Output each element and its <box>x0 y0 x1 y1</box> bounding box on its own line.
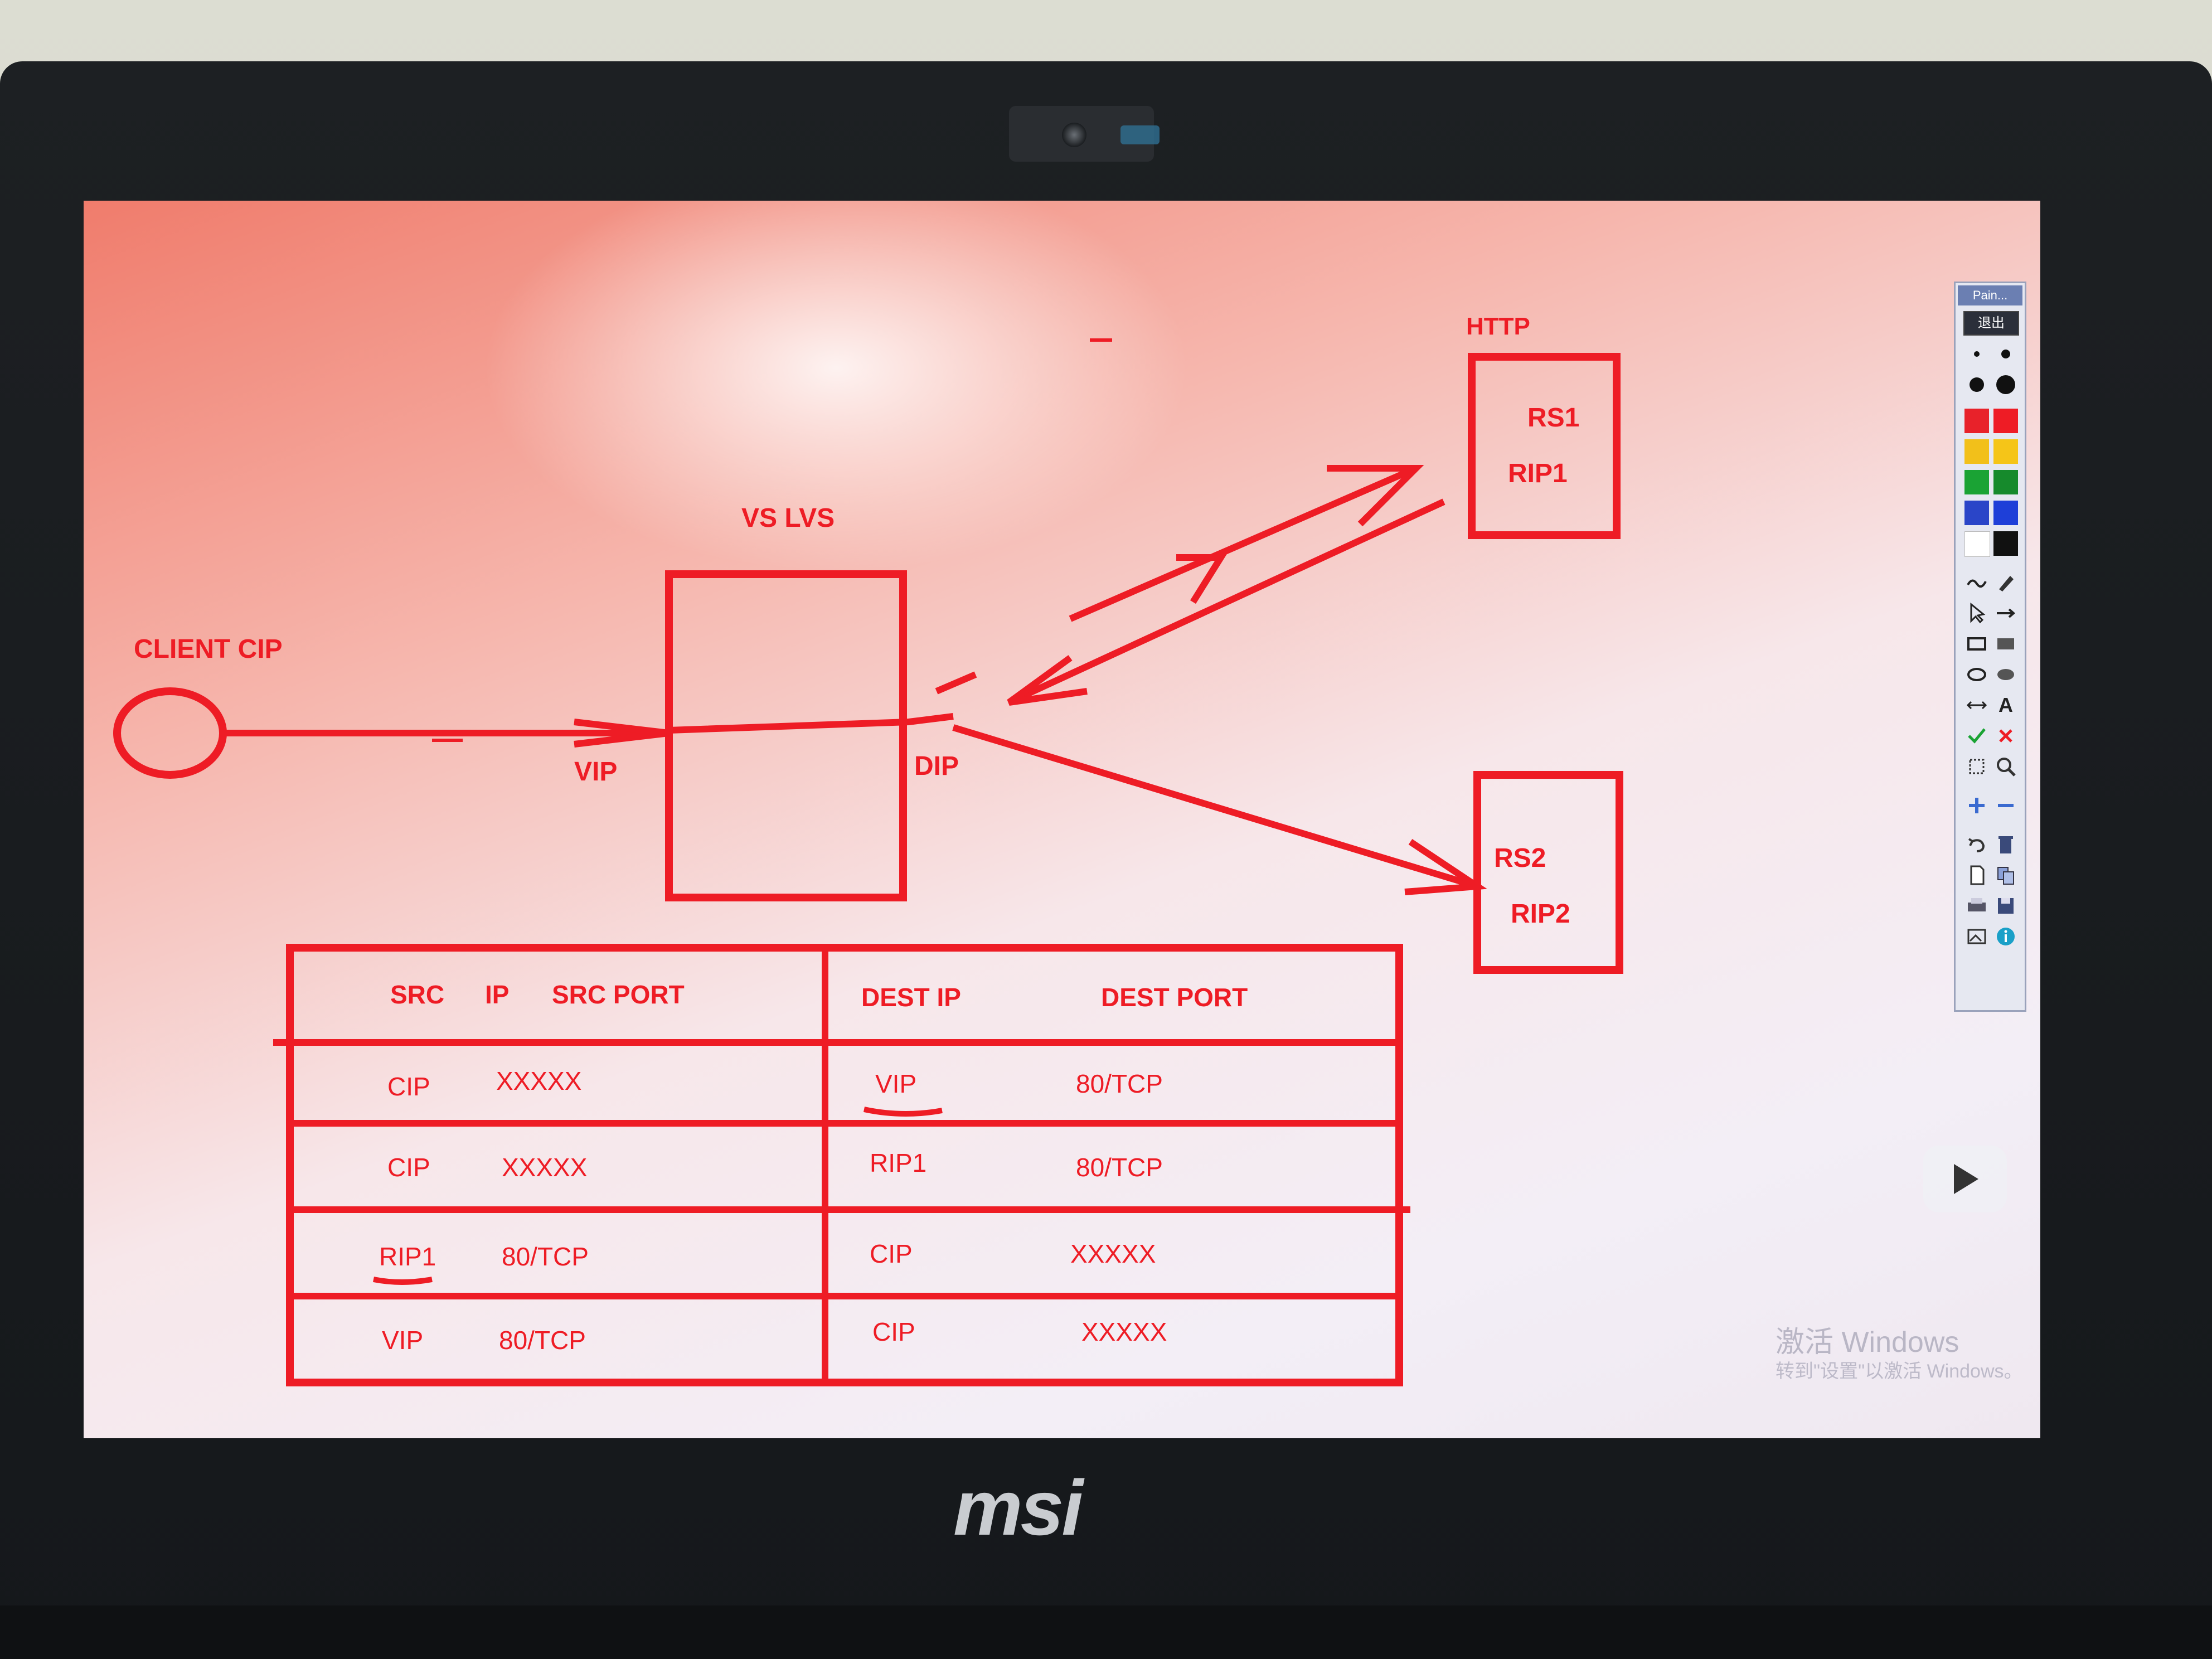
row4-src: VIP <box>382 1326 423 1355</box>
undo-icon[interactable] <box>1964 832 1989 857</box>
lvs-label: VS LVS <box>741 503 835 533</box>
row2-src: CIP <box>387 1153 430 1182</box>
filled-rectangle-icon[interactable] <box>1993 632 2018 656</box>
row3-src-port: 80/TCP <box>502 1242 589 1271</box>
dashed-mark <box>935 671 977 695</box>
exit-button[interactable]: 退出 <box>1963 311 2019 336</box>
info-icon[interactable] <box>1993 924 2018 949</box>
check-icon[interactable] <box>1964 724 1989 748</box>
double-arrow-icon[interactable] <box>1964 693 1989 717</box>
brush-medium-icon[interactable] <box>1993 342 2018 366</box>
row1-src: CIP <box>387 1072 430 1101</box>
mid-arrow-mark <box>1176 554 1227 604</box>
lvs-to-rs2-line <box>952 724 1478 890</box>
client-node <box>113 687 227 779</box>
pointer-icon[interactable] <box>1964 601 1989 625</box>
line-arrow-icon[interactable] <box>1993 601 2018 625</box>
rs2-ip: RIP2 <box>1511 899 1570 929</box>
brush-small-icon[interactable] <box>1964 342 1989 366</box>
rs2-box <box>1473 771 1623 974</box>
color-black-swatch[interactable] <box>1993 531 2018 556</box>
lvs-through-line <box>668 713 954 734</box>
color-red-swatch[interactable] <box>1964 409 1989 433</box>
drawing-canvas[interactable]: CLIENT CIP VIP VS LVS DIP HTTP RS1 RIP1 … <box>84 201 2040 1438</box>
row1-dest-port: 80/TCP <box>1076 1069 1163 1098</box>
crop-icon[interactable] <box>1964 754 1989 779</box>
minus-icon[interactable] <box>1993 793 2018 818</box>
text-tool-icon[interactable]: A <box>1998 693 2013 716</box>
color-green-swatch[interactable] <box>1964 470 1989 494</box>
header-ip: IP <box>485 980 509 1009</box>
paint-toolbar[interactable]: Pain... 退出 A <box>1954 282 2026 1012</box>
row1-dest: VIP <box>875 1069 916 1098</box>
row3-src: RIP1 <box>379 1242 436 1271</box>
vip-label: VIP <box>574 757 617 787</box>
rs1-box <box>1468 353 1621 539</box>
save-icon[interactable] <box>1993 894 2018 918</box>
lvs-to-rs1-line <box>1069 465 1418 622</box>
color-yellow-swatch[interactable] <box>1993 439 2018 464</box>
webcam-shutter <box>1120 125 1160 144</box>
http-label: HTTP <box>1466 313 1530 340</box>
row4-src-port: 80/TCP <box>499 1326 586 1355</box>
rs1-to-lvs-arrowhead <box>1007 655 1088 706</box>
color-red-swatch[interactable] <box>1993 409 2018 433</box>
rectangle-icon[interactable] <box>1964 632 1989 656</box>
row1-dest-underline <box>863 1107 943 1117</box>
color-green-swatch[interactable] <box>1993 470 2018 494</box>
brush-xlarge-icon[interactable] <box>1993 372 2018 397</box>
row2-dest: RIP1 <box>870 1148 926 1177</box>
color-blue-swatch[interactable] <box>1993 501 2018 525</box>
row4-dest: CIP <box>872 1317 915 1346</box>
row2-src-port: XXXXX <box>502 1153 587 1182</box>
header-dest-ip: DEST IP <box>861 983 961 1012</box>
row2-dest-port: 80/TCP <box>1076 1153 1163 1182</box>
webcam-icon <box>1062 123 1086 147</box>
color-yellow-swatch[interactable] <box>1964 439 1989 464</box>
video-play-button[interactable] <box>1923 1146 2007 1212</box>
color-white-swatch[interactable] <box>1964 531 1990 557</box>
activation-watermark-subtitle: 转到"设置"以激活 Windows。 <box>1776 1361 2023 1382</box>
cross-icon[interactable] <box>1993 724 2018 748</box>
table-border <box>286 944 1403 1386</box>
header-src: SRC <box>390 980 444 1009</box>
lvs-box <box>665 570 907 901</box>
row3-dest-port: XXXXX <box>1070 1239 1156 1268</box>
screen: CLIENT CIP VIP VS LVS DIP HTTP RS1 RIP1 … <box>84 201 2040 1438</box>
brand-logo: msi <box>953 1464 1083 1551</box>
row3-src-underline <box>373 1277 433 1285</box>
rs1-to-lvs-line <box>1007 498 1445 706</box>
color-blue-swatch[interactable] <box>1964 501 1989 525</box>
row3-dest: CIP <box>870 1239 913 1268</box>
dip-label: DIP <box>914 751 959 781</box>
copy-icon[interactable] <box>1993 863 2018 887</box>
print-icon[interactable] <box>1964 894 1989 918</box>
filled-ellipse-icon[interactable] <box>1993 662 2018 687</box>
header-dest-port: DEST PORT <box>1101 983 1248 1012</box>
header-src-port: SRC PORT <box>552 980 685 1009</box>
play-icon <box>1954 1164 1978 1194</box>
rs1-ip: RIP1 <box>1508 459 1568 488</box>
toolbar-title[interactable]: Pain... <box>1958 285 2022 305</box>
packet-table: SRC IP SRC PORT DEST IP DEST PORT CIP XX… <box>273 944 1410 1386</box>
lvs-to-rs1-arrowhead <box>1327 465 1424 527</box>
laptop-hinge <box>0 1605 2212 1659</box>
trash-icon[interactable] <box>1993 832 2018 857</box>
row1-src-port: XXXXX <box>496 1066 581 1095</box>
row4-dest-port: XXXXX <box>1081 1317 1167 1346</box>
image-icon[interactable] <box>1964 924 1989 949</box>
client-label: CLIENT CIP <box>134 634 283 664</box>
marker-icon[interactable] <box>1993 570 2018 595</box>
new-page-icon[interactable] <box>1964 863 1989 887</box>
rs2-name: RS2 <box>1494 843 1546 873</box>
freehand-icon[interactable] <box>1964 570 1989 595</box>
brush-large-icon[interactable] <box>1964 372 1989 397</box>
zoom-icon[interactable] <box>1993 754 2018 779</box>
plus-icon[interactable] <box>1964 793 1989 818</box>
activation-watermark-title: 激活 Windows <box>1776 1326 1959 1359</box>
ellipse-icon[interactable] <box>1964 662 1989 687</box>
rs1-name: RS1 <box>1527 403 1579 433</box>
